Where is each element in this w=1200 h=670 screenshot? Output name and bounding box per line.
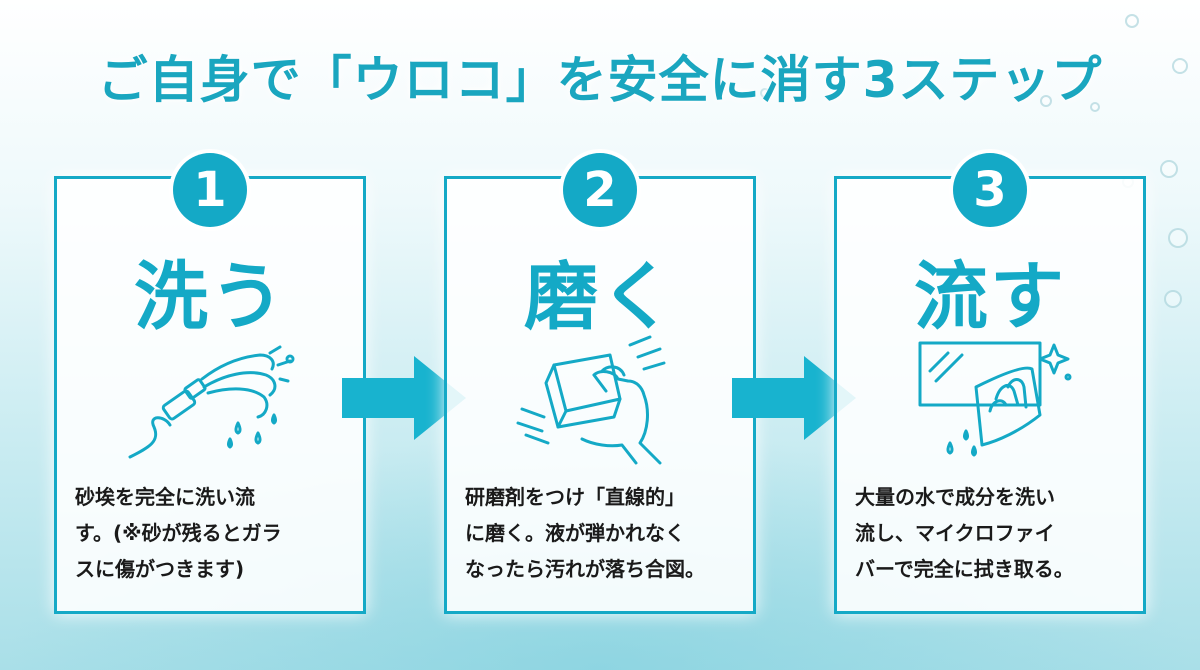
step-number: 2 — [563, 153, 637, 227]
water-droplet — [1160, 160, 1178, 178]
step-title: 洗う — [134, 254, 286, 340]
polishing-sponge-hand-icon — [510, 335, 690, 465]
step-title: 流す — [914, 254, 1066, 340]
step-number: 3 — [953, 153, 1027, 227]
step-card-1: 1 洗う 砂埃を完全に洗い流 す。(※砂が残るとガラ スに傷がつきます) — [54, 149, 366, 614]
arrow-right-icon — [342, 356, 466, 440]
water-droplet — [1090, 102, 1100, 112]
water-droplet — [1040, 95, 1052, 107]
step-description: 研磨剤をつけ「直線的」 に磨く。液が弾かれなく なったら汚れが落ち合図。 — [465, 485, 705, 581]
step-card-3: 3 流す 大量の水で成分を洗い 流し、マイクロファイ バーで完全に拭き取る。 — [834, 149, 1146, 614]
hose-spray-icon — [120, 335, 300, 465]
water-droplet — [1164, 290, 1182, 308]
page-title: ご自身で「ウロコ」を安全に消す3ステップ — [97, 51, 1103, 109]
step-title: 磨く — [524, 254, 676, 340]
water-droplet — [760, 88, 770, 98]
step-number-badge: 2 — [559, 149, 641, 231]
step-description: 大量の水で成分を洗い 流し、マイクロファイ バーで完全に拭き取る。 — [855, 485, 1074, 581]
step-number: 1 — [173, 153, 247, 227]
water-droplet — [1168, 228, 1188, 248]
water-droplet — [1125, 14, 1139, 28]
step-description: 砂埃を完全に洗い流 す。(※砂が残るとガラ スに傷がつきます) — [75, 485, 282, 581]
arrow-right-icon — [732, 356, 856, 440]
water-droplet — [1172, 58, 1188, 74]
wiping-cloth-hand-icon — [900, 335, 1080, 465]
step-card-2: 2 磨く 研磨剤をつけ「直線的」 に磨く。液が弾かれなく なったら汚れが落ち合図… — [444, 149, 756, 614]
step-number-badge: 1 — [169, 149, 251, 231]
step-number-badge: 3 — [949, 149, 1031, 231]
